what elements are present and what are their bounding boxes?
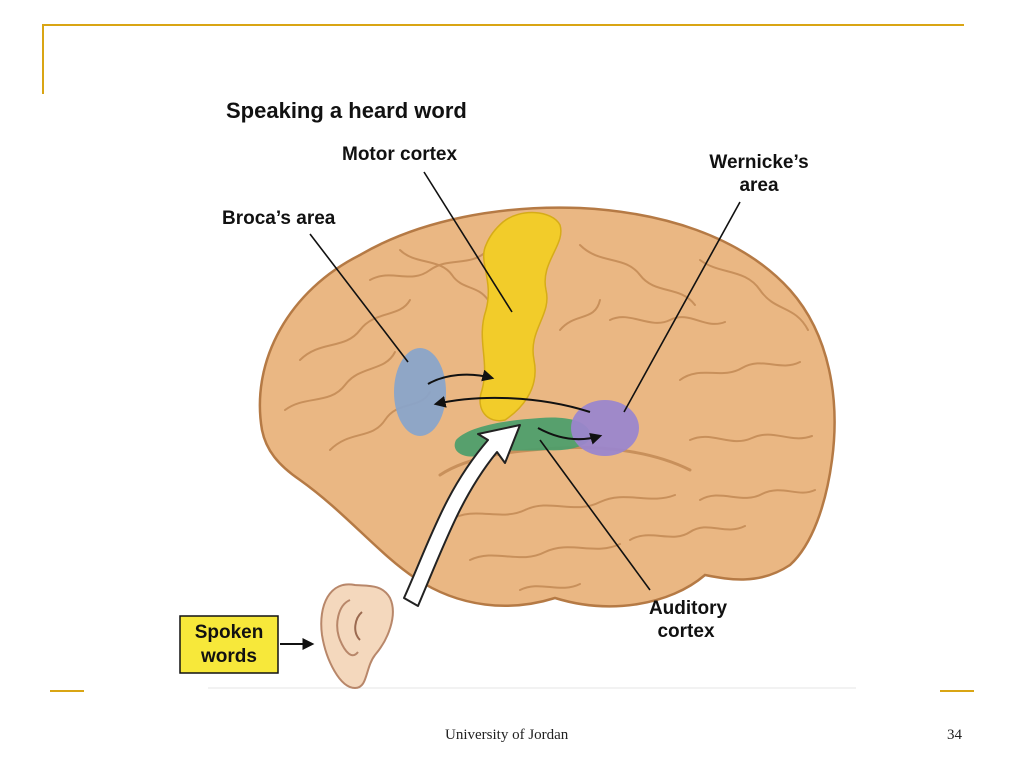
motor-cortex-region bbox=[479, 211, 562, 422]
label-wernicke-line2: area bbox=[739, 175, 779, 196]
label-auditory-line1: Auditory bbox=[649, 598, 728, 619]
frame-top-rule bbox=[42, 24, 964, 26]
label-motor-cortex: Motor cortex bbox=[342, 144, 458, 165]
frame-bottom-right-rule bbox=[940, 690, 974, 692]
label-wernicke-line1: Wernicke’s bbox=[709, 152, 808, 173]
label-auditory-line2: cortex bbox=[657, 621, 714, 642]
frame-left-rule bbox=[42, 24, 44, 94]
footer-page-number: 34 bbox=[947, 727, 962, 743]
footer-institution: University of Jordan bbox=[445, 727, 569, 743]
label-broca-area: Broca’s area bbox=[222, 208, 336, 229]
spoken-words-box bbox=[179, 615, 279, 674]
arrow-auditory-to-wernicke bbox=[537, 427, 603, 445]
spoken-words-line2: words bbox=[200, 646, 257, 667]
broca-area-region bbox=[394, 348, 446, 436]
frame-bottom-left-rule bbox=[50, 690, 84, 692]
leader-lines bbox=[309, 171, 741, 591]
spoken-words-line1: Spoken bbox=[195, 622, 264, 643]
arrow-wernicke-to-broca bbox=[433, 396, 591, 413]
arrow-broca-to-motor bbox=[427, 369, 495, 385]
diagram-title: Speaking a heard word bbox=[226, 98, 467, 123]
wernicke-area-region bbox=[571, 400, 639, 456]
ear-illustration bbox=[320, 583, 394, 690]
sound-input-arrow bbox=[403, 424, 521, 607]
